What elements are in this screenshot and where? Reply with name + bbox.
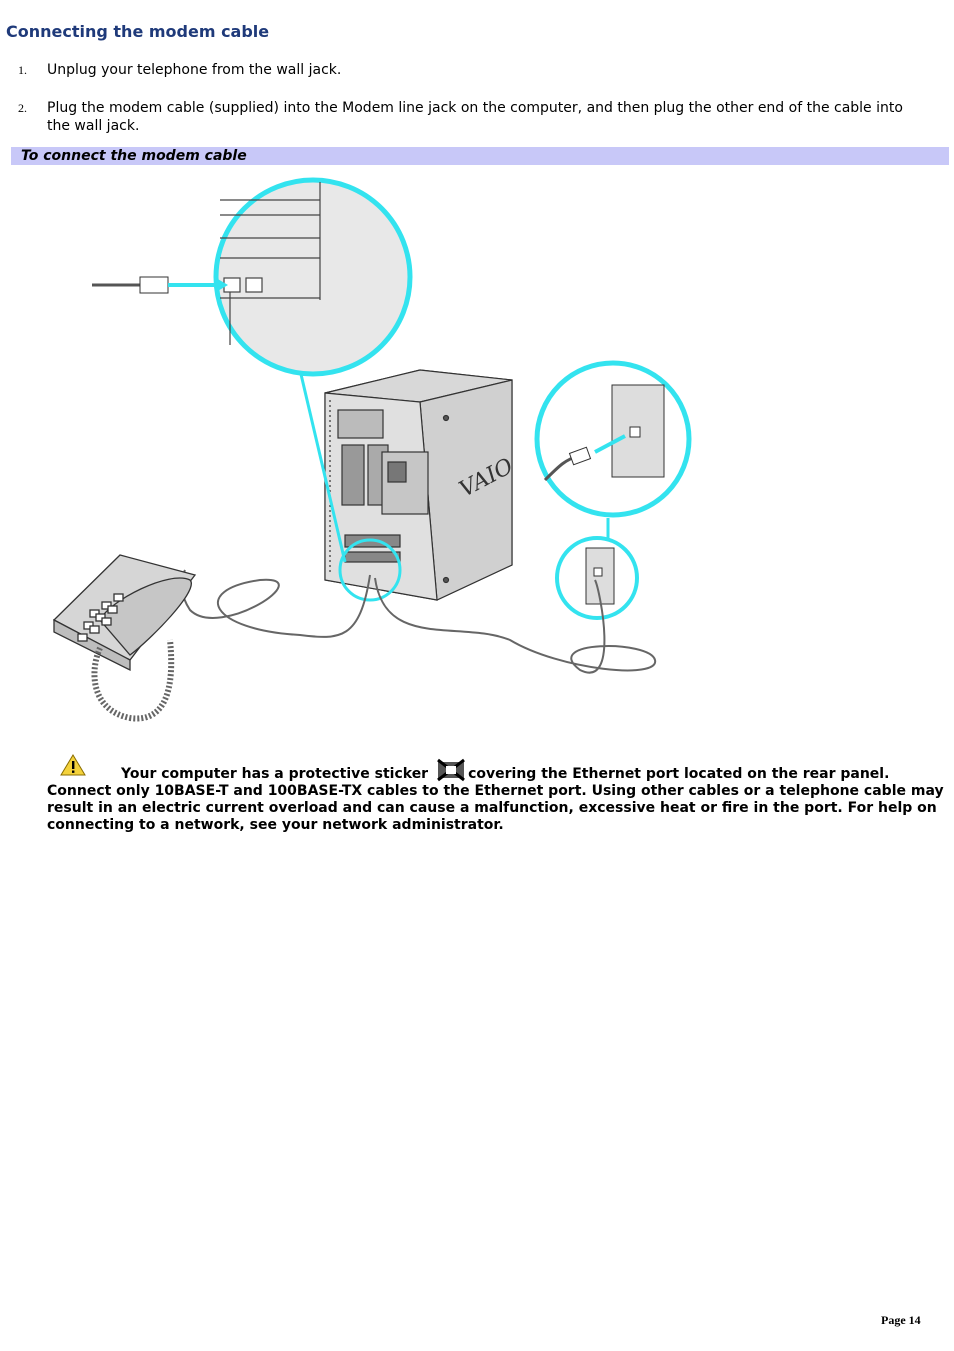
step-number: 2.: [18, 101, 27, 115]
step-number: 1.: [18, 63, 27, 77]
warning-icon: [60, 754, 86, 776]
step-text: Plug the modem cable (supplied) into the…: [47, 100, 903, 134]
figure-caption: To connect the modem cable: [21, 148, 247, 164]
no-ethernet-sticker-icon: [437, 758, 466, 782]
modem-connection-illustration: VAIO: [52, 177, 692, 722]
caution-text-end: covering the Ethernet port located on th…: [47, 766, 944, 833]
page-number: Page 14: [881, 1313, 921, 1327]
figure-caption-bar: To connect the modem cable: [11, 147, 949, 165]
step-text: Unplug your telephone from the wall jack…: [47, 62, 342, 78]
caution-text-start: Your computer has a protective sticker: [121, 766, 429, 782]
page-title: Connecting the modem cable: [6, 22, 270, 41]
